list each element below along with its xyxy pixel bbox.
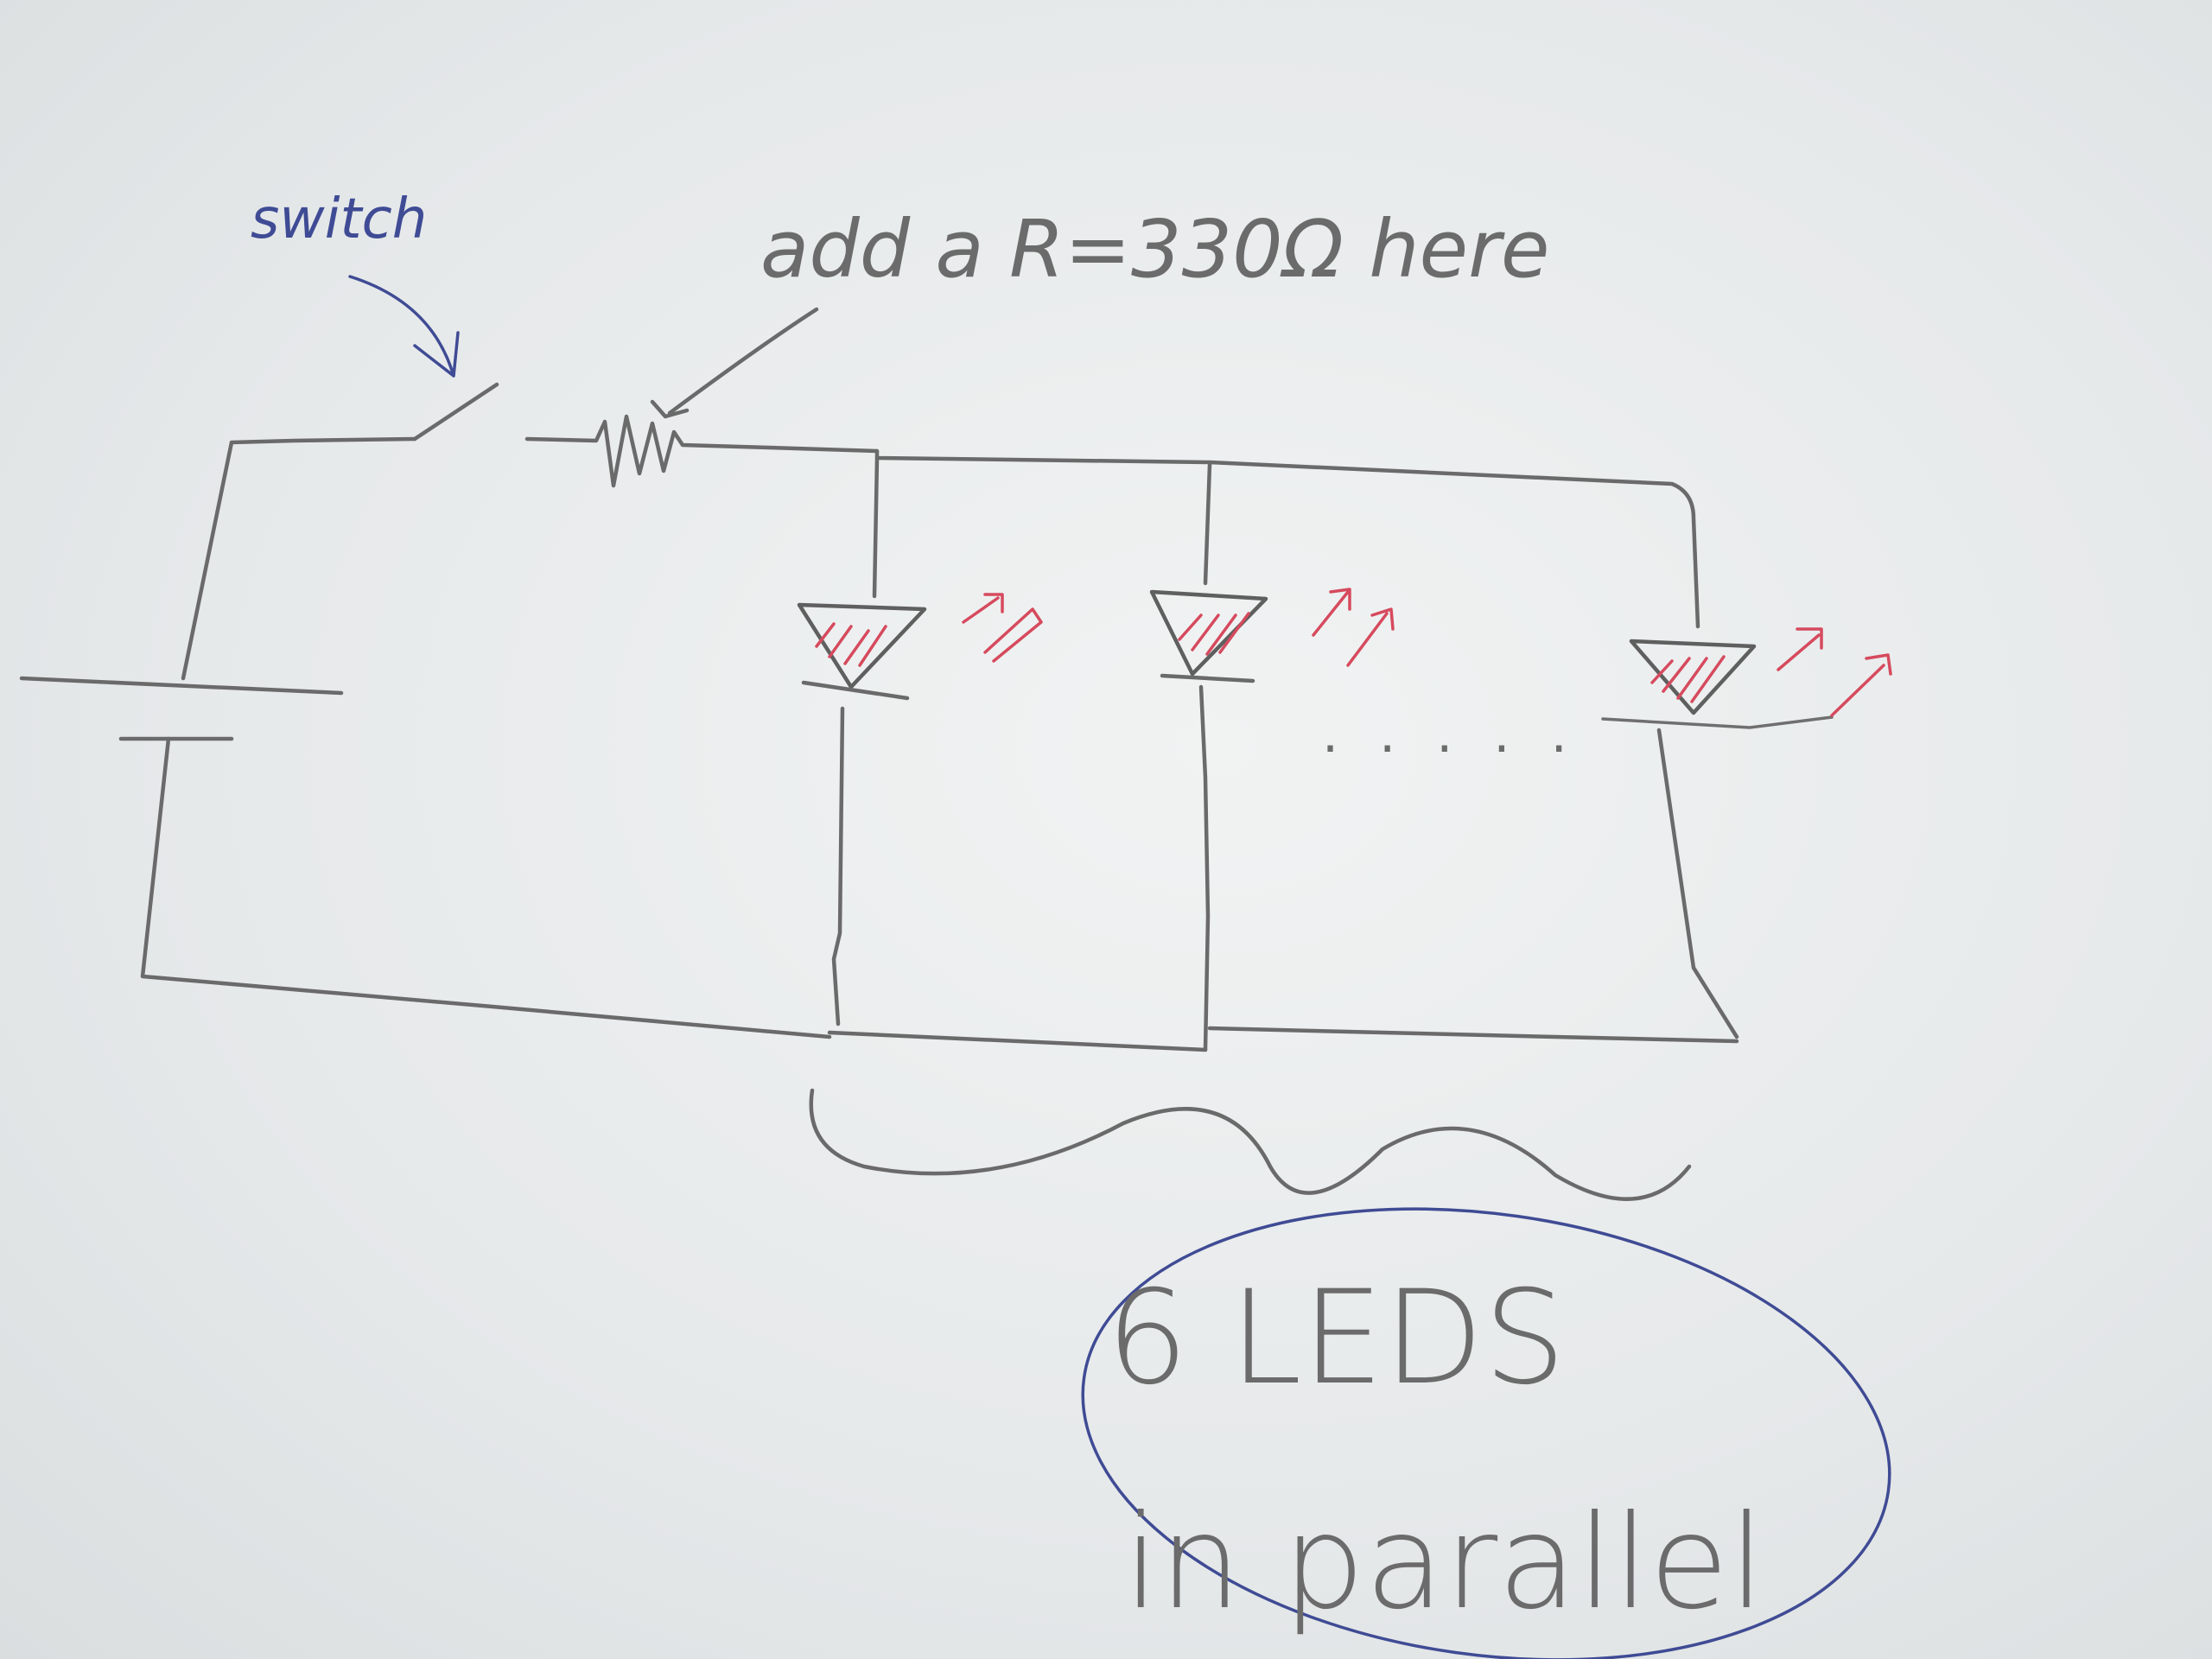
wire-led3-bottom [1656,728,1739,1039]
switch-icon [412,382,499,442]
led-icon [797,602,927,701]
wire-top-rail [874,448,1700,629]
wire-led2-bottom [1198,684,1211,1052]
resistor-pointer-arrow [650,307,819,419]
emission-arrows-led1 [962,593,1043,663]
group-note-label: in parallel [1123,1488,1764,1638]
led-icon [1601,639,1834,729]
continuation-dots: . . . . . [1322,704,1580,765]
wire-left-bottom [140,736,832,1039]
led-icon [1149,589,1268,683]
group-count-label: 6 LEDS [1106,1263,1566,1414]
group-ellipse [1081,1207,1891,1659]
wire-bottom-rail [827,1026,1739,1052]
wire-led1-bottom [831,706,845,1027]
wire-led2-top [1203,462,1212,586]
battery-icon [19,676,344,741]
wire-led1-top [872,455,880,599]
switch-pointer-arrow [348,275,460,378]
switch-label: switch [251,188,427,251]
resistor-icon [524,414,880,488]
wire-left-top [181,436,417,681]
parallel-brace [809,1088,1692,1201]
emission-arrows-led3 [1777,627,1892,717]
resistor-note: add a R=330Ω here [760,203,1550,296]
emission-arrows-led2 [1312,588,1395,667]
